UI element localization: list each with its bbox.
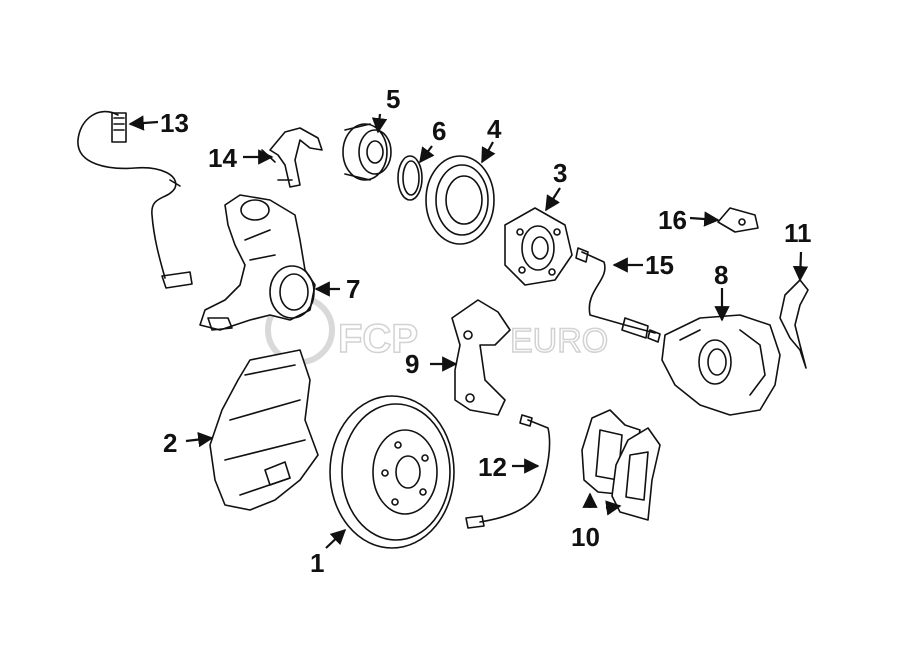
part-clip bbox=[717, 207, 759, 233]
part-wheel-hub bbox=[504, 207, 573, 286]
leader-lines bbox=[128, 113, 809, 549]
part-caliper-carrier bbox=[451, 299, 511, 416]
part-wheel-bearing bbox=[342, 123, 392, 181]
part-shield-ring bbox=[425, 155, 495, 245]
callout-1: 1 bbox=[310, 548, 324, 578]
part-splash-shield bbox=[209, 349, 319, 511]
callout-11: 11 bbox=[784, 218, 812, 248]
part-steering-knuckle bbox=[199, 194, 316, 331]
part-snap-ring bbox=[397, 155, 423, 201]
callout-3: 3 bbox=[553, 158, 567, 188]
callout-12: 12 bbox=[478, 452, 507, 482]
callout-labels: 1 2 3 4 5 6 7 8 9 10 11 12 13 14 15 16 bbox=[160, 84, 812, 578]
watermark-euro: EURO bbox=[510, 322, 608, 360]
callout-16: 16 bbox=[658, 205, 687, 235]
callout-4: 4 bbox=[487, 114, 502, 144]
part-anti-rattle-spring bbox=[779, 279, 809, 369]
part-brake-rotor bbox=[329, 395, 455, 549]
callout-10: 10 bbox=[571, 522, 600, 552]
watermark-logo: FCP EURO bbox=[265, 295, 609, 365]
callout-6: 6 bbox=[432, 116, 446, 146]
part-brake-hose bbox=[575, 247, 661, 343]
callout-8: 8 bbox=[714, 260, 728, 290]
part-abs-sensor-front bbox=[77, 110, 193, 289]
part-brake-pads bbox=[581, 409, 661, 521]
callout-7: 7 bbox=[346, 274, 360, 304]
callout-14: 14 bbox=[208, 143, 237, 173]
callout-9: 9 bbox=[405, 349, 419, 379]
part-pad-wear-sensor bbox=[465, 414, 551, 529]
callout-2: 2 bbox=[163, 428, 177, 458]
callout-5: 5 bbox=[386, 84, 400, 114]
part-brake-caliper bbox=[661, 314, 781, 416]
callout-15: 15 bbox=[645, 250, 674, 280]
watermark-fcp: FCP bbox=[338, 317, 418, 361]
callout-13: 13 bbox=[160, 108, 189, 138]
